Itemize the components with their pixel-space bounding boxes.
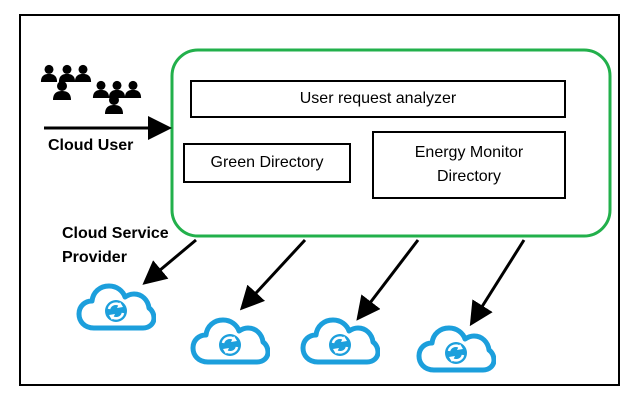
green-directory-label: Green Directory — [210, 154, 324, 171]
user-request-analyzer-label: User request analyzer — [299, 90, 457, 107]
broker-container — [170, 48, 612, 238]
user-request-analyzer-box: User request analyzer — [190, 80, 566, 118]
users-icon — [40, 64, 142, 114]
energy-monitor-directory-box: Energy Monitor Directory — [372, 131, 566, 199]
cloud-sync-icon — [193, 320, 268, 362]
cloud-service-provider-label-line2: Provider — [62, 249, 127, 266]
outer-frame — [19, 14, 620, 386]
cloud-sync-icon — [303, 320, 378, 362]
cloud-user-label: Cloud User — [48, 137, 134, 154]
arrow-to-cloud-2 — [239, 238, 307, 311]
arrow-to-cloud-4 — [469, 239, 526, 327]
arrow-to-cloud-1 — [142, 238, 197, 285]
energy-monitor-label-line2: Directory — [436, 168, 501, 185]
arrow-to-cloud-3 — [356, 239, 420, 321]
cloud-sync-icon — [79, 286, 154, 328]
energy-monitor-label-line1: Energy Monitor — [414, 144, 524, 161]
cloud-service-provider-label-line1: Cloud Service — [62, 225, 169, 242]
cloud-sync-icon — [419, 328, 494, 370]
green-directory-box: Green Directory — [183, 143, 351, 183]
